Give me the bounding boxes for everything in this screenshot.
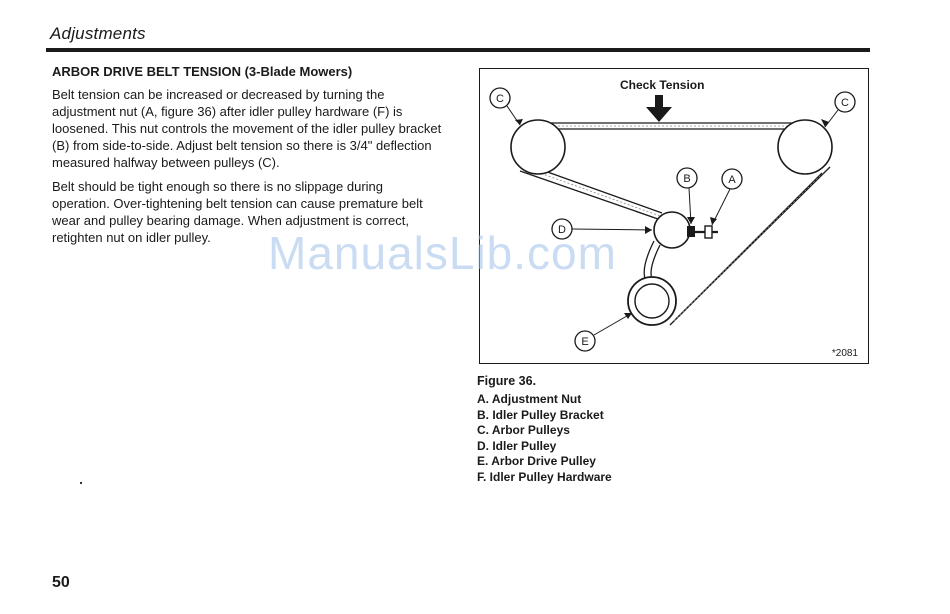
figure-36-diagram: C C B A D E Check Tension *2081 (479, 68, 869, 364)
page-number: 50 (52, 574, 70, 591)
legend-item: A. Adjustment Nut (477, 392, 582, 406)
label-c-left: C (496, 93, 504, 105)
check-tension-label: Check Tension (620, 78, 705, 92)
label-c-right: C (841, 97, 849, 109)
scan-dot (80, 482, 82, 484)
header-rule (46, 48, 870, 52)
legend-item: C. Arbor Pulleys (477, 423, 570, 438)
legend-item: F. Idler Pulley Hardware (477, 469, 612, 484)
paragraph-belt-tightness: Belt should be tight enough so there is … (52, 179, 423, 245)
belt-diagram-svg: C C B A D E (489, 87, 856, 352)
header-title: Adjustments (50, 24, 146, 43)
label-a: A (728, 174, 736, 186)
label-b: B (683, 173, 690, 185)
legend-item: B. Idler Pulley Bracket (477, 407, 604, 422)
label-e: E (581, 336, 588, 348)
paragraph-belt-tension: Belt tension can be increased or decreas… (52, 87, 442, 170)
watermark: ManualsLib.com (268, 227, 617, 279)
figure-caption-title: Figure 36. (477, 374, 537, 388)
label-d: D (558, 224, 566, 236)
figure-legend: A. Adjustment Nut B. Idler Pulley Bracke… (477, 392, 612, 486)
legend-item: D. Idler Pulley (477, 438, 557, 453)
section-heading: ARBOR DRIVE BELT TENSION (3-Blade Mowers… (52, 64, 353, 79)
legend-item: E. Arbor Drive Pulley (477, 454, 596, 469)
figure-number: *2081 (831, 348, 858, 359)
